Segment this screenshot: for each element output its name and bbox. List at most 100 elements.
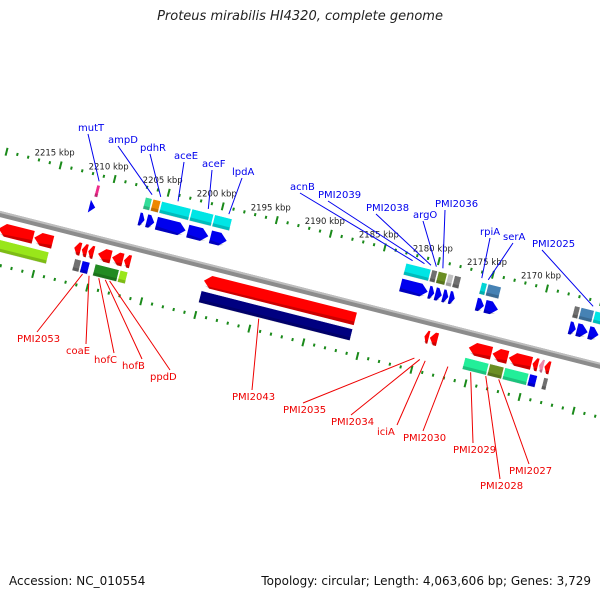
reverse-gene-label[interactable]: hofB <box>122 361 145 372</box>
forward-gene-arrow[interactable] <box>137 212 147 226</box>
reverse-cog-block-shade <box>527 382 536 388</box>
forward-cog-block[interactable] <box>485 283 502 300</box>
forward-gene-label[interactable]: ampD <box>108 135 138 146</box>
inner-ruler-tick <box>161 305 165 309</box>
reverse-gene-arrow[interactable] <box>467 341 494 360</box>
reverse-gene-arrow[interactable] <box>87 245 96 259</box>
forward-gene-arrow[interactable] <box>145 214 156 229</box>
reverse-cog-block[interactable] <box>0 238 50 265</box>
reverse-gene-arrow[interactable] <box>202 274 357 326</box>
forward-gene-label[interactable]: serA <box>503 232 525 243</box>
reverse-gene-arrow[interactable] <box>96 247 113 264</box>
reverse-gene-label[interactable]: PMI2043 <box>232 392 275 403</box>
forward-gene-label[interactable]: PMI2038 <box>366 203 409 214</box>
reverse-gene-label[interactable]: ppdD <box>150 372 177 383</box>
reverse-gene-label[interactable]: PMI2053 <box>17 334 60 345</box>
outer-ruler-tick <box>264 215 268 220</box>
forward-gene-arrow[interactable] <box>208 230 228 248</box>
reverse-gene-arrow[interactable] <box>80 243 89 258</box>
forward-cog-block[interactable] <box>93 184 101 198</box>
forward-gene-label[interactable]: aceF <box>202 159 226 170</box>
forward-gene-label[interactable]: mutT <box>78 123 105 134</box>
reverse-gene-label[interactable]: PMI2028 <box>480 481 523 492</box>
reverse-gene-label[interactable]: PMI2029 <box>453 445 496 456</box>
forward-cog-block[interactable] <box>445 273 455 288</box>
reverse-cog-block[interactable] <box>486 363 505 380</box>
forward-gene-arrow[interactable] <box>587 326 600 341</box>
reverse-gene-arrow[interactable] <box>507 351 534 370</box>
reverse-gene-arrow-shade <box>430 342 437 346</box>
reverse-gene-label[interactable]: PMI2030 <box>403 433 446 444</box>
reverse-cog-block[interactable] <box>79 260 91 275</box>
forward-cog-block[interactable] <box>478 281 488 296</box>
forward-gene-arrow[interactable] <box>474 297 486 313</box>
inner-ruler-tick <box>204 316 208 320</box>
forward-cog-block[interactable] <box>451 275 462 290</box>
reverse-gene-arrow[interactable] <box>0 222 35 244</box>
reverse-gene-label[interactable]: hofC <box>94 355 117 366</box>
forward-gene-label[interactable]: rpiA <box>480 227 500 238</box>
forward-gene-arrow[interactable] <box>441 289 450 303</box>
forward-cog-block[interactable] <box>435 271 448 286</box>
forward-gene-label[interactable]: pdhR <box>140 143 166 154</box>
forward-cog-block[interactable] <box>578 307 595 323</box>
reverse-label-leader <box>485 376 501 480</box>
forward-gene-arrow[interactable] <box>575 323 589 338</box>
forward-gene-label[interactable]: acnB <box>290 182 315 193</box>
forward-gene-label[interactable]: lpdA <box>232 167 254 178</box>
forward-gene-label[interactable]: PMI2039 <box>318 190 361 201</box>
forward-gene-arrow[interactable] <box>567 321 578 335</box>
reverse-cog-block[interactable] <box>117 269 129 285</box>
forward-gene-arrow[interactable] <box>427 285 436 300</box>
reverse-gene-arrow[interactable] <box>537 359 545 373</box>
reverse-gene-arrow[interactable] <box>543 360 552 375</box>
forward-cog-block[interactable] <box>188 208 215 227</box>
reverse-cog-block[interactable] <box>526 373 538 388</box>
forward-gene-label[interactable]: argO <box>413 210 437 221</box>
forward-cog-block[interactable] <box>592 310 600 326</box>
reverse-gene-arrow-shade <box>123 264 130 269</box>
forward-gene-arrow[interactable] <box>87 199 97 214</box>
genome-summary-text: Topology: circular; Length: 4,063,606 bp… <box>261 574 591 588</box>
forward-gene-arrow[interactable] <box>399 278 429 298</box>
forward-cog-block[interactable] <box>158 201 192 221</box>
forward-cog-block[interactable] <box>571 305 581 320</box>
forward-gene-arrow-shade <box>447 300 453 305</box>
forward-cog-block[interactable] <box>402 262 432 282</box>
reverse-gene-arrow[interactable] <box>33 231 55 249</box>
reverse-gene-label[interactable]: PMI2035 <box>283 405 326 416</box>
reverse-cog-block[interactable] <box>501 367 530 386</box>
forward-gene-arrow[interactable] <box>154 216 187 237</box>
reverse-gene-label[interactable]: iciA <box>377 427 395 438</box>
reverse-gene-arrow[interactable] <box>491 347 510 364</box>
reverse-cog-block[interactable] <box>198 290 354 341</box>
reverse-gene-arrow[interactable] <box>111 251 125 267</box>
forward-cog-block[interactable] <box>211 214 233 232</box>
reverse-gene-label[interactable]: PMI2034 <box>331 417 374 428</box>
forward-gene-label[interactable]: PMI2025 <box>532 239 575 250</box>
reverse-gene-label[interactable]: coaE <box>66 346 90 357</box>
forward-gene-arrow[interactable] <box>433 287 444 301</box>
forward-gene-arrow[interactable] <box>483 299 499 316</box>
forward-gene-arrow[interactable] <box>186 224 210 243</box>
forward-gene-arrow[interactable] <box>447 290 457 305</box>
forward-cog-block[interactable] <box>150 198 162 213</box>
reverse-cog-block[interactable] <box>71 258 82 273</box>
inner-ruler-tick <box>291 337 294 342</box>
reverse-cog-block[interactable] <box>92 263 120 282</box>
forward-gene-label[interactable]: aceE <box>174 151 198 162</box>
forward-cog-block-shade <box>429 278 436 283</box>
reverse-cog-block[interactable] <box>461 357 490 376</box>
reverse-gene-arrow[interactable] <box>122 254 133 269</box>
reverse-gene-arrow[interactable] <box>423 330 431 344</box>
outer-ruler-tick <box>578 294 581 299</box>
reverse-gene-label[interactable]: PMI2027 <box>509 466 552 477</box>
forward-gene-label[interactable]: PMI2036 <box>435 199 478 210</box>
reverse-gene-arrow[interactable] <box>73 241 83 256</box>
reverse-gene-arrow[interactable] <box>531 357 540 372</box>
forward-cog-block[interactable] <box>142 196 153 211</box>
reverse-cog-block[interactable] <box>540 377 549 391</box>
reverse-gene-arrow[interactable] <box>428 331 440 346</box>
forward-cog-block[interactable] <box>428 269 438 284</box>
